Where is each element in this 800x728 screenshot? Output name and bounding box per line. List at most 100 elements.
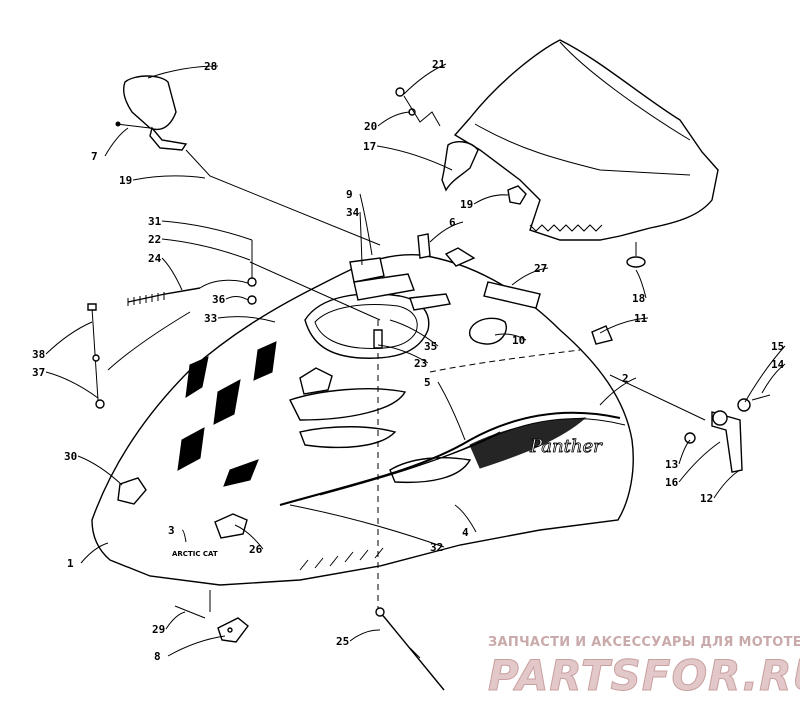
callout-leader [437,381,466,441]
callout-leader [147,65,219,79]
callout-number: 9 [346,188,353,201]
screw-left [87,303,105,409]
callout-number: 5 [424,376,431,389]
hood-cable [107,240,381,371]
hood [91,253,634,586]
callout-number: 4 [462,526,469,539]
callout-leader [217,316,276,323]
mirror [115,75,188,151]
callout-number: 3 [168,524,175,537]
callout-leader [377,111,411,127]
callout-leader [161,220,253,241]
callout-number: 12 [700,492,713,505]
callout-leader [389,319,439,347]
lower-bracket [174,590,249,643]
windshield-bracket [441,141,479,192]
callout-leader [678,441,721,483]
callout-number: 26 [249,543,263,556]
callout-number: 38 [32,348,45,361]
watermark-top-text: ЗАПЧАСТИ И АКСЕССУАРЫ ДЛЯ МОТОТЕХНИКИ [488,635,800,650]
hood-model-label: ARCTIC CAT [172,550,218,558]
callout-leader [599,377,637,406]
lower-cable [375,607,445,691]
callout-number: 20 [364,120,377,133]
callout-number: 37 [32,366,45,379]
callout-number: 31 [148,215,162,228]
callout-leader [165,611,186,630]
callout-number: 11 [634,312,648,325]
callout-leader [713,469,741,499]
grommet [626,256,646,268]
callout-leader [494,333,527,341]
callout-leader [349,629,381,642]
callout-number: 29 [152,623,165,636]
callout-number: 34 [346,206,360,219]
callout-leader [635,269,647,299]
hinge-hardware [609,374,771,473]
callout-leader [473,194,509,205]
callout-number: 24 [148,252,162,265]
callout-number: 23 [414,357,427,370]
callout-leader [599,317,649,334]
callout-number: 18 [632,292,645,305]
callout-number: 14 [771,358,785,371]
callout-number: 15 [771,340,784,353]
callout-leader [289,504,445,548]
callout-leader [45,321,93,355]
callout-number: 22 [148,233,161,246]
callout-number: 27 [534,262,547,275]
decal-strip [483,281,541,309]
decal-eleven [591,325,613,345]
callout-number: 8 [154,650,161,663]
callout-number: 36 [212,293,226,306]
callout-number: 16 [665,476,679,489]
callout-leader [80,542,109,564]
callout-number: 35 [424,340,437,353]
callout-leader [45,371,99,399]
callout-number: 33 [204,312,217,325]
callout-leader [167,635,226,657]
callout-leader [359,211,363,266]
callout-leader [359,193,373,256]
callout-leader [403,63,447,95]
callout-leader [429,221,464,243]
callout-leader [376,145,453,171]
callout-number: 10 [512,334,525,347]
callout-leader [454,504,477,533]
watermark-logo: PARTSFOR.RU [488,651,800,700]
callout-leader [744,345,786,403]
callout-number: 25 [336,635,349,648]
callout-number: 19 [119,174,132,187]
callout-leader [761,363,786,394]
callout-number: 32 [430,541,443,554]
callout-leader [161,257,183,291]
callout-leader [377,344,429,364]
callout-number: 21 [432,58,446,71]
hood-script-logo: Panther [529,436,603,457]
callout-leader [225,296,249,301]
windshield-clip [507,185,527,205]
callout-number: 7 [91,150,98,163]
callout-number: 2 [622,372,629,385]
callout-number: 30 [64,450,77,463]
callout-number: 28 [204,60,217,73]
callout-number: 6 [449,216,456,229]
callout-number: 13 [665,458,678,471]
callout-leader [77,455,123,486]
decal-six [417,233,431,259]
callout-leader [161,238,251,261]
windshield-screws [395,87,441,127]
callout-number: 17 [363,140,376,153]
callout-leader [678,439,691,465]
callout-leader [132,175,206,181]
callout-leader [181,529,187,543]
callout-leader [234,524,264,550]
windshield [453,39,719,241]
callout-leader [511,267,549,286]
callout-number: 19 [460,198,473,211]
callout-leader [104,127,129,157]
callout-number: 1 [67,557,74,570]
